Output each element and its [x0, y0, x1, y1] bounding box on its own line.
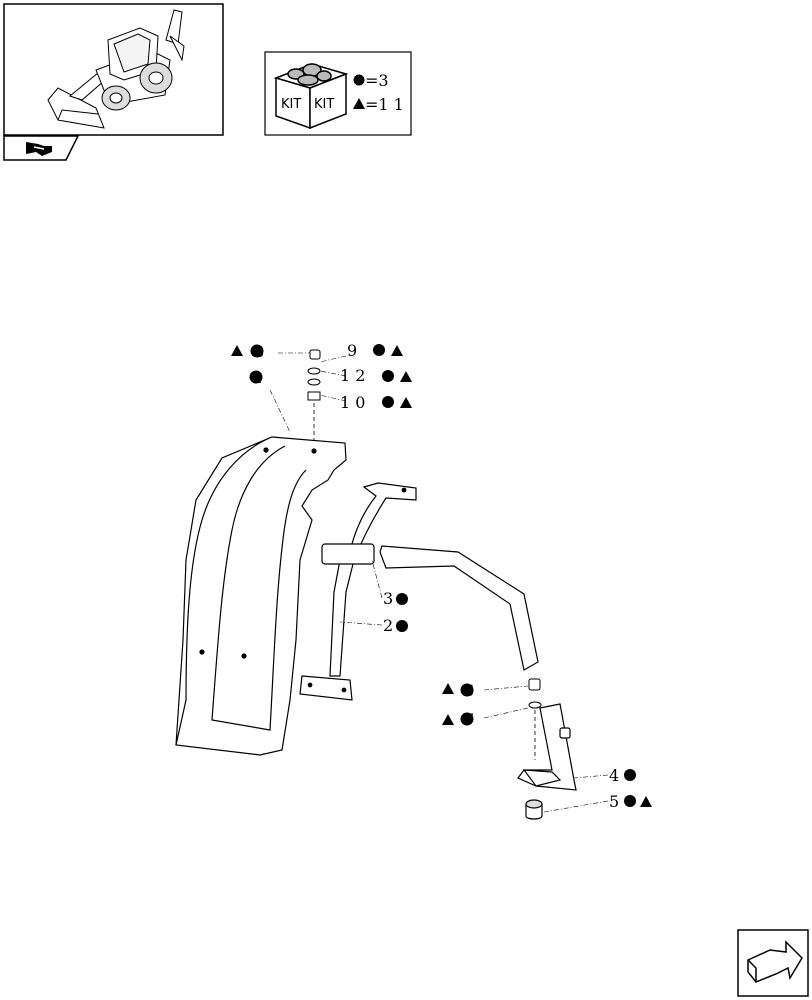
washer-part: [307, 367, 321, 375]
callout-5: 5: [609, 792, 619, 811]
bolt-part: [309, 349, 321, 360]
spacer-part: [525, 799, 543, 820]
left-callout-8: 8: [254, 342, 264, 361]
circle-marker-icon: [353, 74, 365, 86]
backhoe-loader-thumbnail: [47, 9, 185, 129]
legend-circle-qty: =3: [365, 71, 389, 90]
callout-9: 9: [347, 341, 357, 360]
nut-part: [307, 391, 321, 401]
callout-10: 1 0: [340, 393, 365, 412]
kit-word-right: KIT: [314, 97, 334, 112]
left-callout-6: 6: [464, 681, 474, 700]
callout-labels: 9 1 2 1 0 3 2 4 5: [340, 341, 652, 811]
kit-legend: KIT KIT =3 =1 1: [264, 51, 412, 136]
left-callout-1: 1: [253, 368, 263, 387]
section-flag-icon: [26, 142, 52, 156]
top-fasteners: [307, 349, 321, 401]
lock-washer-part: [307, 378, 321, 386]
support-bracket-part: [299, 482, 417, 701]
mudguard-part: [175, 436, 347, 756]
machine-thumbnail: [3, 3, 224, 161]
kit-box-icon: KIT KIT: [273, 63, 349, 130]
lower-fasteners: [528, 678, 542, 709]
triangle-marker-icon: [353, 98, 365, 109]
l-bracket-part: [517, 703, 577, 791]
kit-word-left: KIT: [281, 97, 301, 112]
callout-3: 3: [383, 589, 393, 608]
left-callout-7: 7: [464, 710, 474, 729]
callout-2: 2: [383, 616, 393, 635]
legend-triangle-qty: =1 1: [365, 95, 404, 114]
callout-12: 1 2: [340, 366, 365, 385]
leader-lines: [269, 352, 609, 813]
left-labels: 8 1 6 7: [231, 342, 474, 729]
stay-arm-part: [379, 545, 539, 671]
bolt-part-lower: [528, 678, 541, 691]
callout-4: 4: [609, 766, 619, 785]
washer-part-lower: [528, 701, 542, 709]
next-page-arrow-icon[interactable]: [737, 929, 809, 997]
